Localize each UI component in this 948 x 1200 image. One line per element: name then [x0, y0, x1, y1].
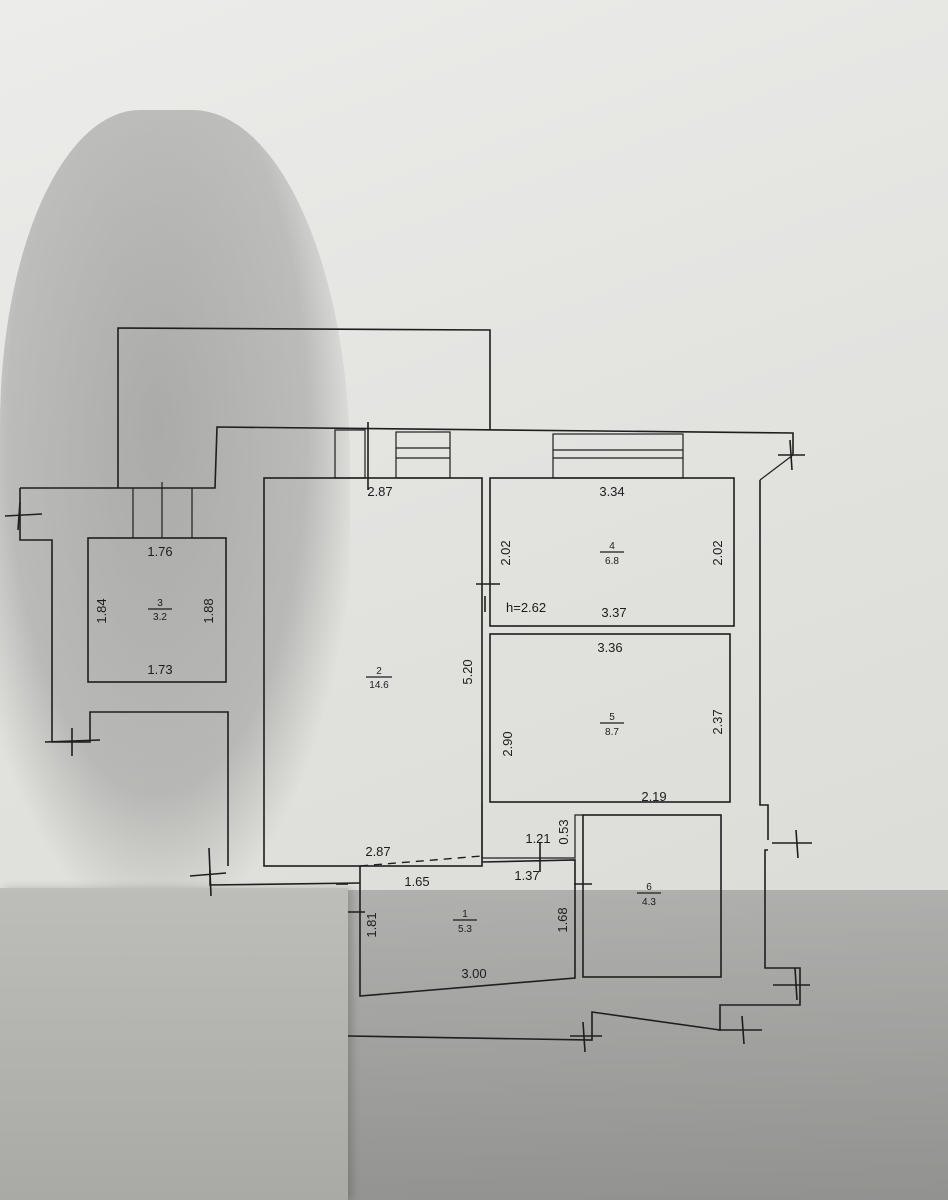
room-2: [263, 477, 483, 867]
room-label-6: 6 4.3: [637, 882, 661, 908]
svg-text:5: 5: [609, 712, 615, 723]
dim-room3-left: 1.84: [94, 598, 109, 623]
room-4: [489, 477, 735, 627]
height-tag: h=2.62: [506, 600, 546, 615]
photo-shadow: [0, 110, 350, 900]
room-1: [359, 859, 576, 997]
svg-text:5.3: 5.3: [458, 924, 472, 935]
dim-room3-top: 1.76: [147, 544, 172, 559]
room-5: [489, 633, 731, 803]
dim-room2-top: 2.87: [367, 484, 392, 499]
svg-text:1: 1: [462, 909, 468, 920]
window-top-room4: [552, 433, 684, 479]
dimension-labels: 2.87 5.20 2.87 1.76 1.84 1.88 1.73 3.34 …: [94, 484, 725, 981]
dim-room3-right: 1.88: [201, 598, 216, 623]
svg-text:3.2: 3.2: [153, 612, 167, 623]
svg-text:2: 2: [376, 666, 382, 677]
dim-room4-left: 2.02: [498, 540, 513, 565]
room-label-5: 5 8.7: [600, 712, 624, 738]
dim-room5-right: 2.37: [710, 709, 725, 734]
svg-text:4: 4: [609, 541, 615, 552]
room-6: [582, 814, 722, 978]
dim-room1-bottom: 3.00: [461, 966, 486, 981]
dim-room1-top-left: 1.65: [404, 874, 429, 889]
dim-notch-depth: 0.53: [556, 819, 571, 844]
dim-room4-top: 3.34: [599, 484, 624, 499]
dim-room1-left: 1.81: [364, 912, 379, 937]
dim-room4-right: 2.02: [710, 540, 725, 565]
room-label-3: 3 3.2: [148, 598, 172, 623]
svg-text:14.6: 14.6: [369, 680, 389, 691]
dim-room2-bottom: 2.87: [365, 844, 390, 859]
dim-room3-bottom: 1.73: [147, 662, 172, 677]
room-label-1: 1 5.3: [453, 909, 477, 935]
room-5-notch: [481, 802, 583, 859]
window-top-room2: [334, 429, 451, 479]
overlapping-sheet: [0, 888, 348, 1200]
svg-text:4.3: 4.3: [642, 897, 656, 908]
room-label-2: 2 14.6: [366, 666, 392, 691]
svg-text:6.8: 6.8: [605, 556, 619, 567]
svg-text:3: 3: [157, 598, 163, 609]
window-room3: [132, 482, 193, 538]
dim-room5-top: 3.36: [597, 640, 622, 655]
room-label-4: 4 6.8: [600, 541, 624, 567]
dim-room5-bottom: 2.19: [641, 789, 666, 804]
dim-notch-width: 1.21: [525, 831, 550, 846]
opening-dashed: [359, 855, 483, 867]
svg-text:6: 6: [646, 882, 652, 893]
dim-room5-left: 2.90: [500, 731, 515, 756]
svg-text:8.7: 8.7: [605, 727, 619, 738]
room-3: [87, 537, 227, 683]
dim-room4-bottom: 3.37: [601, 605, 626, 620]
tick-marks: [4, 422, 812, 1053]
dim-room2-side: 5.20: [460, 659, 475, 684]
dim-room1-right: 1.68: [555, 907, 570, 932]
dim-room1-top-right: 1.37: [514, 868, 539, 883]
